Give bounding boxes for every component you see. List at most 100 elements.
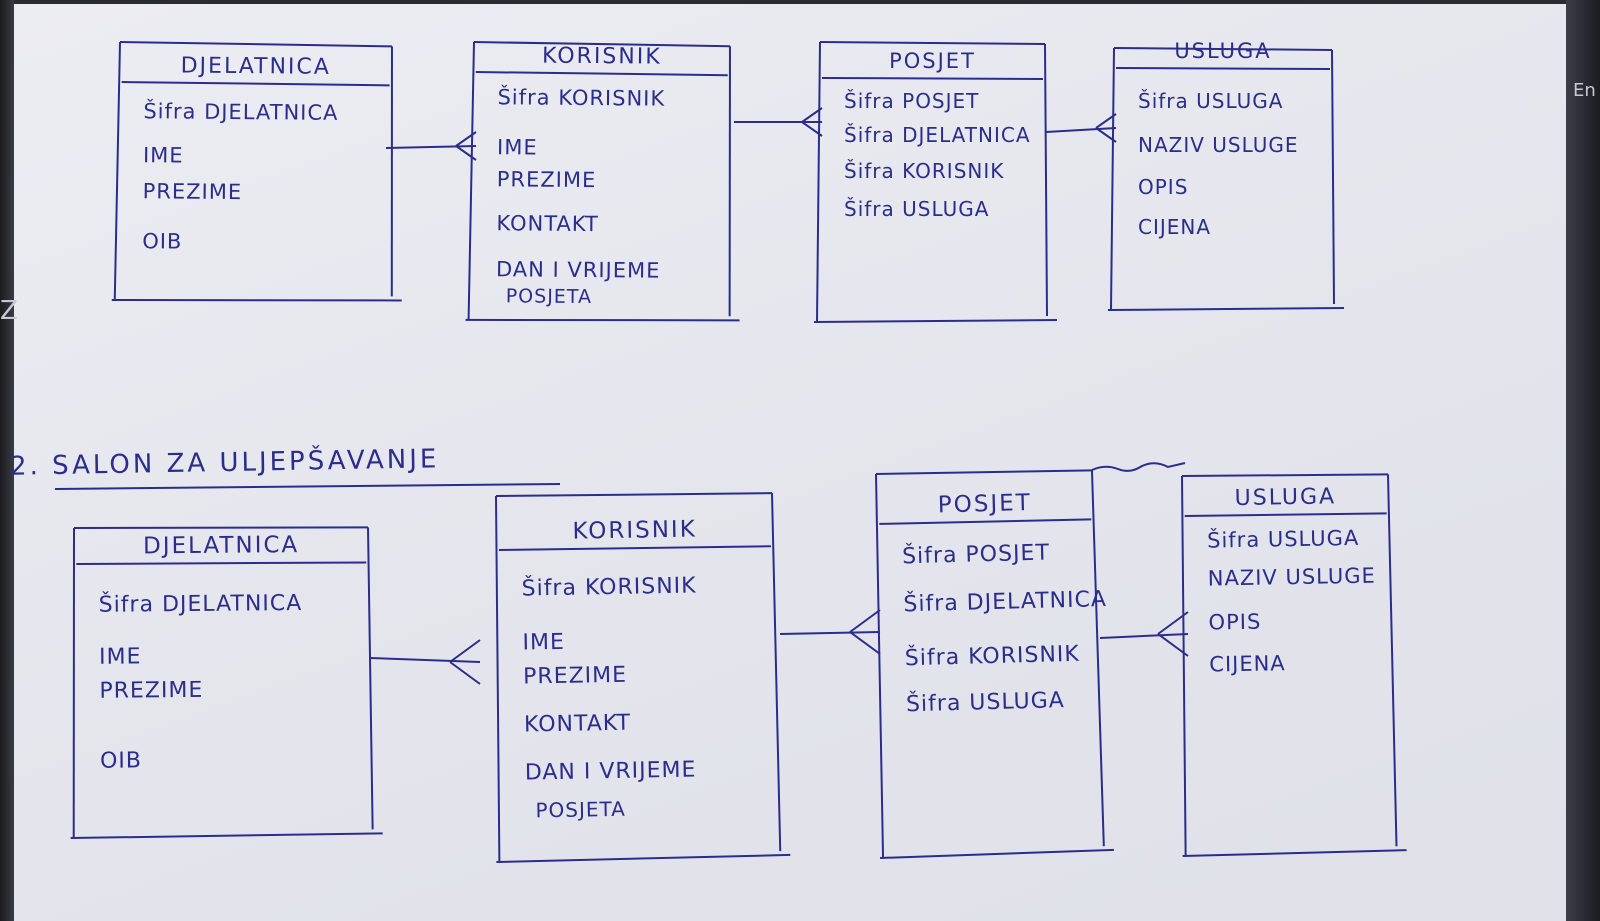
entity-attribute: Šifra KORISNIK	[521, 573, 696, 602]
entity-name: USLUGA	[1234, 484, 1336, 511]
crows-foot-many-marker	[801, 107, 823, 137]
entity-bottom-border	[496, 853, 791, 864]
entity-korisnik: KORISNIK Šifra KORISNIK IME PREZIME KONTAKT D…	[495, 492, 791, 864]
entity-attribute: Šifra POSJET	[844, 89, 979, 113]
desk-background-left	[0, 0, 14, 921]
entity-attribute: Šifra USLUGA	[1207, 525, 1360, 553]
entity-right-border	[1331, 49, 1335, 305]
entity-bottom-border	[813, 319, 1058, 323]
entity-attribute: NAZIV USLUGE	[1138, 133, 1299, 157]
entity-right-border	[1090, 470, 1105, 847]
relationship-djelatnica-korisnik	[369, 639, 481, 685]
entity-top-border	[119, 41, 392, 48]
diagram-2-title-underline	[54, 483, 561, 490]
entity-attribute: Šifra POSJET	[902, 539, 1050, 569]
screen-edge-mark: Z	[0, 296, 18, 326]
entity-right-border	[1387, 474, 1398, 847]
entity-attribute: PREZIME	[99, 678, 203, 704]
entity-attribute: DAN I VRIJEME	[496, 257, 661, 282]
relationship-line	[385, 145, 477, 149]
entity-bottom-border	[70, 832, 383, 840]
relationship-korisnik-posjet	[734, 107, 823, 137]
entity-attribute: Šifra DJELATNICA	[99, 590, 303, 618]
entity-posjet: POSJET Šifra POSJET Šifra DJELATNICA Šifra …	[875, 469, 1114, 860]
entity-bottom-border	[1107, 307, 1345, 311]
entity-bottom-border	[465, 318, 740, 322]
desk-background-top	[0, 0, 1600, 6]
relationship-korisnik-posjet	[779, 609, 881, 655]
relationship-posjet-usluga	[1099, 611, 1189, 657]
entity-left-border	[113, 41, 121, 300]
crows-foot-many-marker	[1157, 611, 1189, 657]
entity-attribute: PREZIME	[497, 167, 597, 192]
paper-sheet	[12, 4, 1568, 921]
entity-attribute: POSJETA	[535, 797, 626, 823]
entity-top-border	[875, 469, 1092, 475]
entity-name: POSJET	[938, 490, 1033, 518]
crows-foot-many-marker	[849, 609, 881, 655]
entity-left-border	[1110, 47, 1115, 311]
entity-name: DJELATNICA	[181, 54, 331, 80]
relationship-line	[1045, 127, 1117, 133]
entity-attribute: PREZIME	[143, 179, 243, 204]
relationship-djelatnica-korisnik	[385, 131, 477, 161]
entity-right-border	[1044, 43, 1048, 317]
entity-attribute: PREZIME	[523, 663, 627, 690]
entity-bottom-border	[1182, 849, 1407, 858]
entity-attribute: IME	[522, 630, 565, 656]
entity-top-border	[495, 492, 773, 497]
entity-left-border	[467, 41, 475, 320]
entity-attribute: Šifra USLUGA	[1138, 89, 1283, 113]
entity-header-separator	[121, 81, 390, 87]
entity-left-border	[875, 473, 885, 858]
entity-right-border	[728, 46, 731, 317]
entity-attribute: Šifra USLUGA	[906, 687, 1065, 717]
entity-attribute: Šifra DJELATNICA	[844, 123, 1031, 147]
entity-name: DJELATNICA	[143, 532, 299, 559]
relationship-line	[779, 631, 881, 635]
entity-right-border	[390, 46, 393, 297]
entity-attribute: Šifra KORISNIK	[497, 84, 665, 110]
entity-top-border	[1181, 473, 1389, 477]
entity-attribute: Šifra KORISNIK	[844, 159, 1004, 183]
entity-attribute: Šifra USLUGA	[844, 197, 989, 221]
entity-attribute: Šifra DJELATNICA	[903, 586, 1107, 617]
entity-attribute: Šifra DJELATNICA	[143, 98, 338, 125]
entity-header-separator	[1184, 512, 1387, 517]
entity-attribute: IME	[143, 143, 184, 167]
entity-attribute: KONTAKT	[524, 711, 631, 738]
entity-right-border	[367, 527, 374, 830]
entity-header-separator	[76, 561, 367, 565]
relationship-line	[1099, 633, 1189, 639]
entity-attribute: KONTAKT	[496, 211, 599, 236]
entity-top-border	[73, 526, 369, 529]
relationship-posjet-usluga	[1045, 113, 1117, 143]
desk-background-right	[1566, 0, 1600, 921]
crows-foot-many-marker	[455, 131, 477, 161]
entity-left-border	[495, 495, 501, 863]
entity-name: KORISNIK	[572, 517, 697, 545]
crows-foot-many-marker	[449, 639, 481, 685]
entity-right-border	[770, 493, 782, 852]
entity-top-border	[819, 41, 1046, 45]
entity-left-border	[1181, 475, 1187, 857]
entity-left-border	[816, 41, 821, 323]
entity-header-separator	[821, 77, 1044, 80]
entity-name: KORISNIK	[542, 44, 662, 70]
entity-header-separator	[879, 518, 1092, 525]
entity-top-border	[1113, 47, 1333, 51]
entity-attribute: POSJETA	[506, 285, 592, 308]
entity-attribute: DAN I VRIJEME	[525, 758, 697, 786]
entity-attribute: Šifra KORISNIK	[904, 641, 1080, 672]
entity-name: USLUGA	[1174, 39, 1271, 63]
entity-header-separator	[1115, 67, 1331, 70]
entity-top-border	[473, 41, 730, 48]
entity-attribute: CIJENA	[1209, 651, 1286, 676]
entity-attribute: OIB	[142, 229, 182, 253]
